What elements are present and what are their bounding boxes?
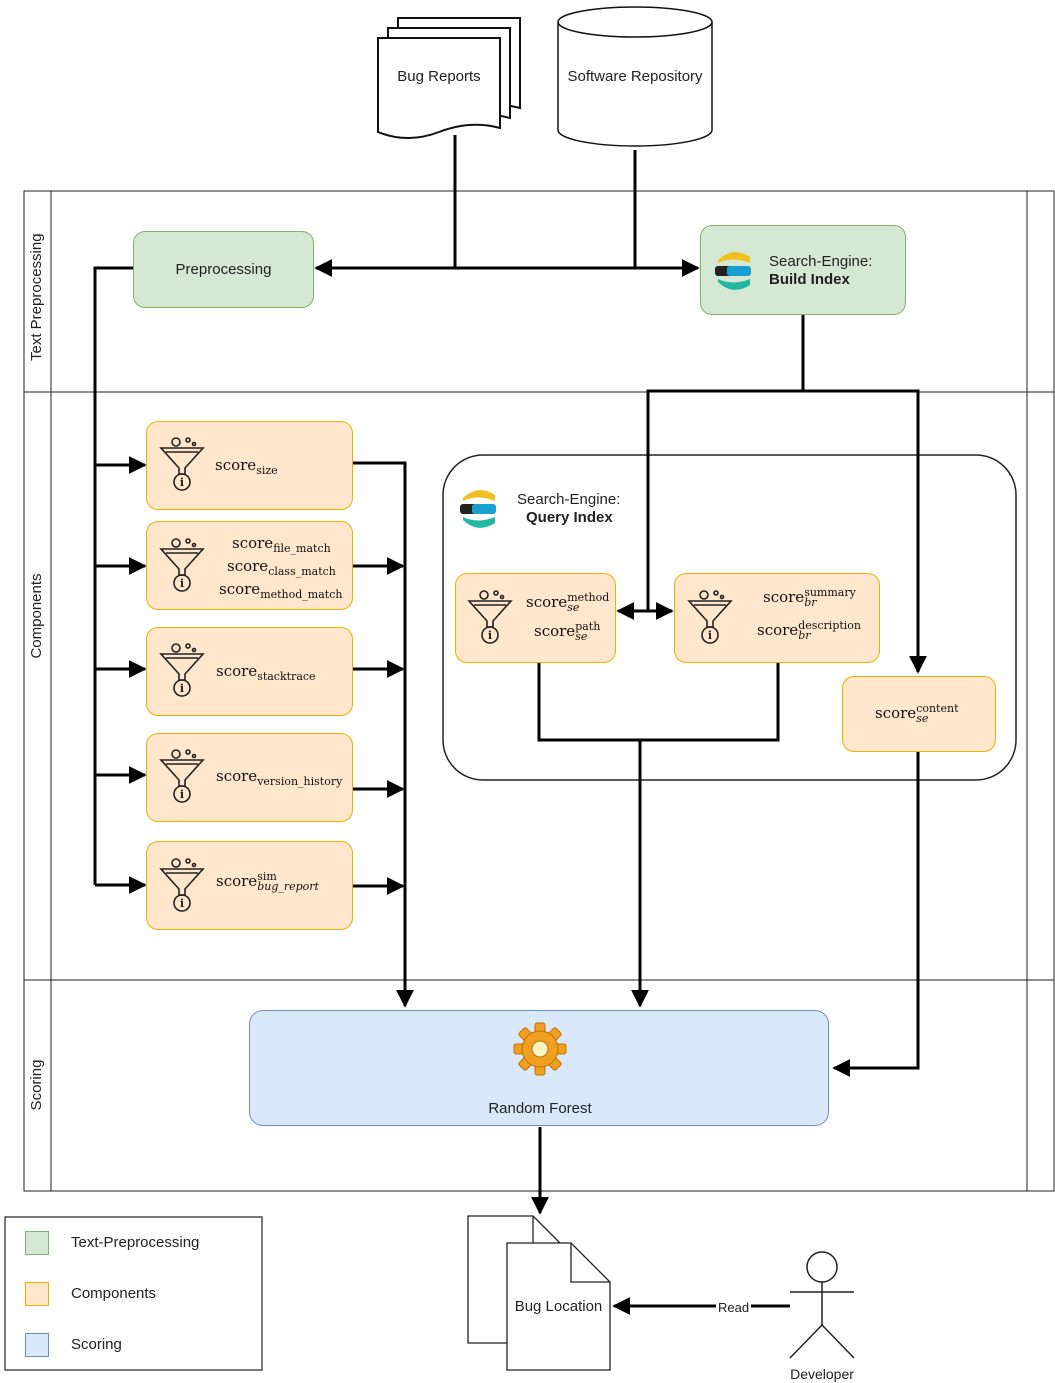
funnel-icon: i — [159, 538, 205, 592]
legend-swatch-scoring — [25, 1333, 49, 1357]
funnel-icon: i — [159, 643, 205, 697]
elastic-icon — [460, 490, 496, 528]
bug-reports-shape — [377, 17, 521, 139]
legend-swatch-text-preprocessing — [25, 1231, 49, 1255]
funnel-icon: i — [159, 749, 205, 803]
score-class-match-label: scoreclass_match — [227, 557, 336, 578]
bug-location-shape — [467, 1215, 611, 1371]
lane-label-scoring: Scoring — [28, 1059, 45, 1111]
developer-label: Developer — [790, 1366, 854, 1382]
legend-label: Text-Preprocessing — [71, 1234, 200, 1251]
legend-swatch-components — [25, 1282, 49, 1306]
gear-icon — [513, 1022, 567, 1076]
svg-text:i: i — [180, 897, 184, 910]
build-index-label-2: Build Index — [769, 271, 850, 288]
funnel-icon: i — [159, 437, 205, 491]
random-forest-node: Random Forest — [249, 1010, 829, 1126]
preprocessing-label: Preprocessing — [175, 261, 272, 278]
svg-text:i: i — [180, 788, 184, 801]
score-match-node — [146, 521, 353, 610]
svg-text:i: i — [708, 629, 712, 642]
score-sim-node — [146, 841, 353, 930]
score-file-match-label: scorefile_match — [232, 534, 331, 555]
preprocessing-node: Preprocessing — [133, 231, 314, 308]
score-method-match-label: scoremethod_match — [219, 580, 343, 601]
svg-text:i: i — [180, 577, 184, 590]
funnel-icon: i — [687, 590, 733, 644]
elastic-icon — [715, 252, 751, 290]
score-content-node — [842, 676, 996, 752]
random-forest-label: Random Forest — [488, 1100, 592, 1117]
developer-icon — [789, 1251, 855, 1359]
bug-location-label: Bug Location — [514, 1298, 603, 1315]
legend-label: Scoring — [71, 1336, 122, 1353]
score-method-path-node — [455, 573, 616, 663]
score-version-history-node — [146, 733, 353, 822]
funnel-icon: i — [159, 858, 205, 912]
query-index-label-2: Query Index — [526, 509, 613, 526]
edges — [93, 135, 927, 1315]
funnel-icon: i — [467, 590, 513, 644]
lane-label-text-preprocessing: Text Preprocessing — [28, 233, 45, 361]
svg-text:i: i — [180, 476, 184, 489]
build-index-label-1: Search-Engine: — [769, 253, 873, 270]
score-summary-description-node — [674, 573, 880, 663]
bug-reports-label: Bug Reports — [397, 68, 481, 85]
svg-text:i: i — [180, 682, 184, 695]
build-index-node: Search-Engine: Build Index — [700, 225, 906, 315]
svg-text:i: i — [488, 629, 492, 642]
software-repository-label: Software Repository — [567, 68, 703, 85]
score-size-node — [146, 421, 353, 510]
software-repository-shape — [557, 6, 713, 147]
query-index-label-1: Search-Engine: — [517, 491, 621, 508]
score-size-label: scoresize — [215, 456, 278, 477]
score-version-history-label: scoreversion_history — [216, 767, 343, 788]
score-stacktrace-node — [146, 627, 353, 716]
legend-label: Components — [71, 1285, 157, 1302]
lane-label-components: Components — [28, 573, 45, 659]
score-stacktrace-label: scorestacktrace — [216, 662, 316, 683]
read-edge-label: Read — [716, 1300, 752, 1315]
